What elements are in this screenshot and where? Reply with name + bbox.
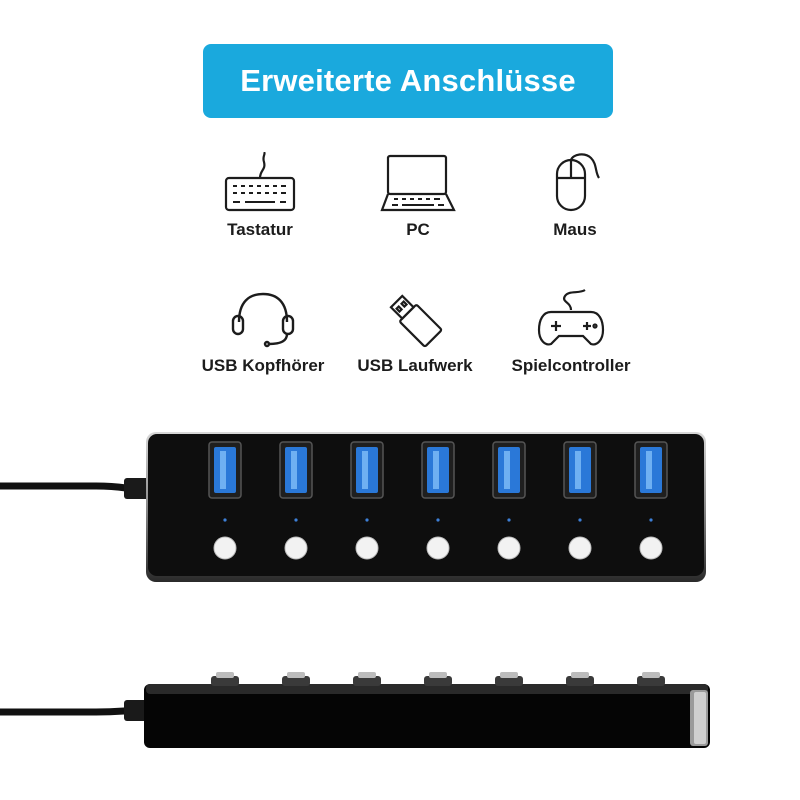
port-led <box>223 518 227 522</box>
port-power-button <box>568 536 592 560</box>
device-label: Tastatur <box>227 220 293 239</box>
usb-port <box>279 441 313 499</box>
usb-port <box>208 441 242 499</box>
port-power-button <box>213 536 237 560</box>
port-led <box>436 518 440 522</box>
port-power-button <box>497 536 521 560</box>
device-label: USB Laufwerk <box>357 356 473 375</box>
laptop-icon <box>380 154 456 212</box>
hub-side-view <box>0 684 710 748</box>
device-label: Maus <box>553 220 597 239</box>
device-gamepad: Spielcontroller <box>486 288 656 376</box>
usb-drive-icon <box>389 294 443 348</box>
headset-icon <box>231 292 295 348</box>
side-power-button <box>495 672 523 686</box>
side-power-button <box>566 672 594 686</box>
usb-port <box>350 441 384 499</box>
port-power-button <box>639 536 663 560</box>
usb-port <box>563 441 597 499</box>
title-banner: Erweiterte Anschlüsse <box>203 44 613 118</box>
port-led <box>578 518 582 522</box>
side-power-button <box>424 672 452 686</box>
gamepad-icon <box>537 289 605 346</box>
side-power-button <box>282 672 310 686</box>
banner-title: Erweiterte Anschlüsse <box>240 63 576 98</box>
mouse-icon <box>555 153 600 212</box>
side-power-button <box>353 672 381 686</box>
port-led <box>649 518 653 522</box>
usb-cable <box>0 478 154 499</box>
port-led <box>365 518 369 522</box>
side-power-button <box>637 672 665 686</box>
port-led <box>507 518 511 522</box>
device-mouse: Maus <box>490 152 660 240</box>
device-label: USB Kopfhörer <box>201 356 325 375</box>
keyboard-icon <box>224 152 296 212</box>
device-usb-drive: USB Laufwerk <box>330 288 500 376</box>
device-label: Spielcontroller <box>511 356 631 375</box>
device-headset: USB Kopfhörer <box>178 288 348 376</box>
port-power-button <box>426 536 450 560</box>
device-label: PC <box>406 220 430 239</box>
port-led <box>294 518 298 522</box>
port-power-button <box>355 536 379 560</box>
device-keyboard: Tastatur <box>175 152 345 240</box>
usb-port <box>634 441 668 499</box>
side-power-button <box>211 672 239 686</box>
port-power-button <box>284 536 308 560</box>
usb-port <box>421 441 455 499</box>
device-pc: PC <box>333 152 503 240</box>
usb-port <box>492 441 526 499</box>
